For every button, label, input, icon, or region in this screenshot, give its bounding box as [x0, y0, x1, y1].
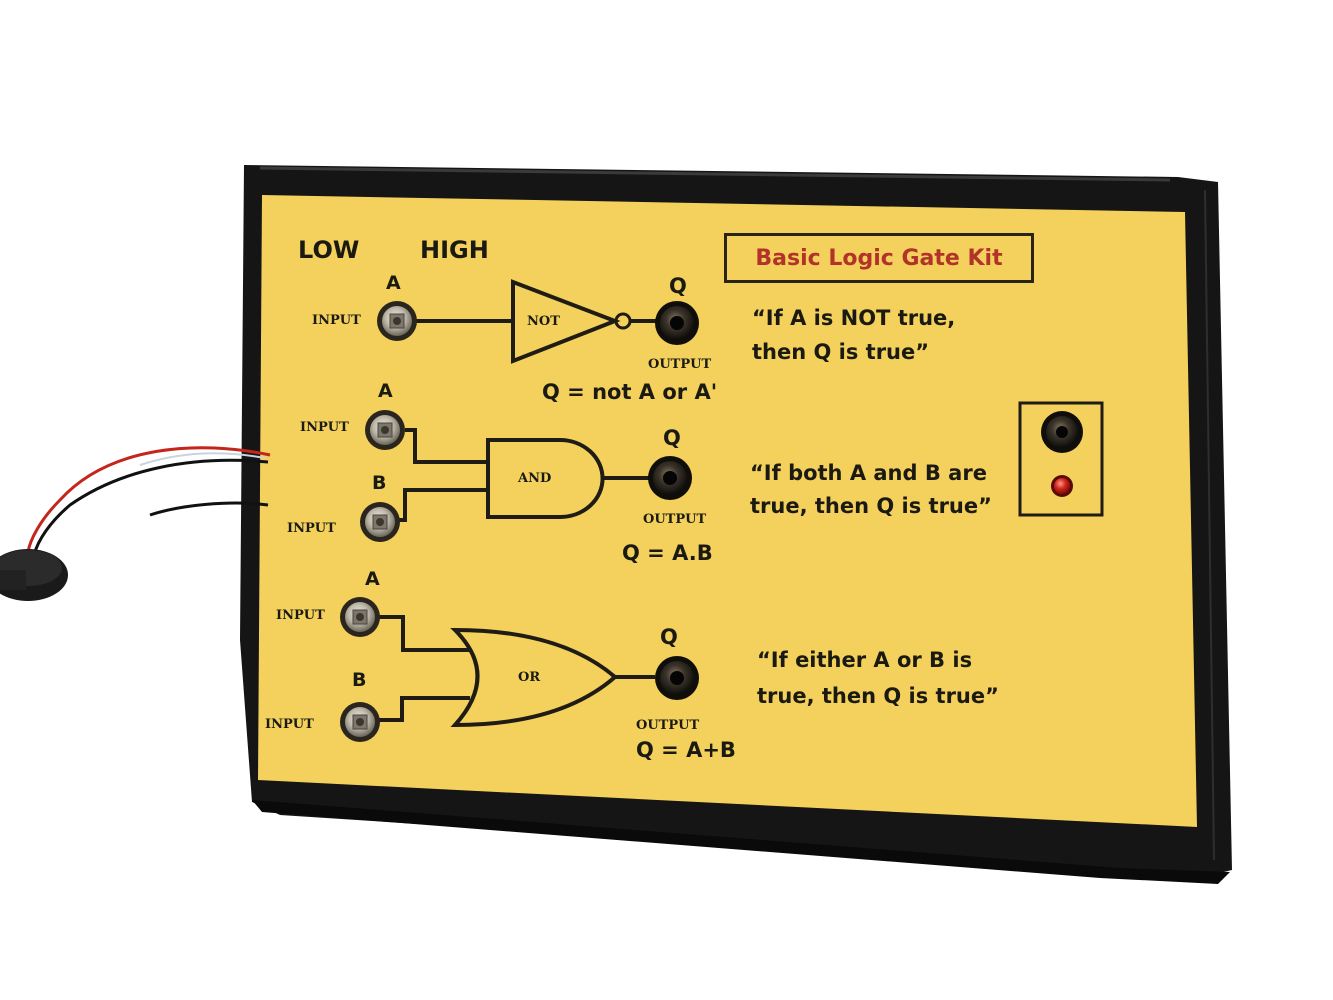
output-socket-icon[interactable] [648, 456, 692, 500]
battery-clip-icon [0, 446, 271, 601]
or-input-a-label: INPUT [276, 608, 325, 623]
or-output-letter: Q [660, 625, 678, 649]
kit-title: Basic Logic Gate Kit [755, 245, 1003, 271]
not-formula: Q = not A or A' [542, 380, 718, 404]
red-led-icon [1051, 475, 1073, 497]
or-description-line2: true, then Q is true” [757, 684, 999, 708]
and-gate-label: AND [518, 471, 552, 486]
and-output-letter: Q [663, 426, 681, 450]
or-input-b-wire [378, 696, 470, 722]
or-output-label: OUTPUT [636, 718, 700, 733]
output-socket-icon[interactable] [655, 301, 699, 345]
or-input-a-wire [375, 615, 470, 652]
or-input-a-letter: A [365, 568, 380, 590]
and-input-a-label: INPUT [300, 420, 349, 435]
push-button-icon[interactable] [377, 301, 417, 341]
not-input-label: INPUT [312, 313, 361, 328]
and-description-line1: “If both A and B are [750, 461, 987, 485]
or-description-line1: “If either A or B is [757, 648, 973, 672]
or-gate-symbol [450, 627, 619, 728]
not-output-letter: Q [669, 274, 687, 298]
push-button-icon[interactable] [340, 702, 380, 742]
and-gate-section [398, 428, 650, 522]
and-input-b-letter: B [372, 472, 387, 494]
title-box: Basic Logic Gate Kit [724, 233, 1034, 283]
and-input-b-label: INPUT [287, 521, 336, 536]
push-button-icon[interactable] [365, 410, 405, 450]
or-input-b-letter: B [352, 669, 367, 691]
and-output-label: OUTPUT [643, 512, 707, 527]
yellow-panel [258, 195, 1197, 827]
output-socket-icon[interactable] [655, 656, 699, 700]
push-button-icon[interactable] [360, 502, 400, 542]
not-input-a-letter: A [386, 272, 401, 294]
not-gate-section [415, 279, 660, 364]
not-gate-label: NOT [527, 314, 560, 329]
or-gate-label: OR [518, 670, 541, 685]
high-label: HIGH [420, 236, 489, 264]
not-description-line2: then Q is true” [752, 340, 930, 364]
and-input-a-letter: A [378, 380, 393, 402]
or-input-b-label: INPUT [265, 717, 314, 732]
not-output-label: OUTPUT [648, 357, 712, 372]
power-switch-box [1018, 401, 1104, 517]
push-button-icon[interactable] [340, 597, 380, 637]
power-socket-icon[interactable] [1041, 411, 1083, 453]
or-formula: Q = A+B [636, 738, 736, 762]
and-input-b-wire [398, 488, 488, 522]
not-description-line1: “If A is NOT true, [752, 306, 956, 330]
and-input-a-wire [405, 428, 488, 464]
not-gate-symbol [511, 279, 621, 364]
and-formula: Q = A.B [622, 541, 713, 565]
low-label: LOW [298, 236, 360, 264]
and-gate-symbol [486, 438, 605, 519]
or-gate-section [375, 615, 655, 728]
and-description-line2: true, then Q is true” [750, 494, 992, 518]
